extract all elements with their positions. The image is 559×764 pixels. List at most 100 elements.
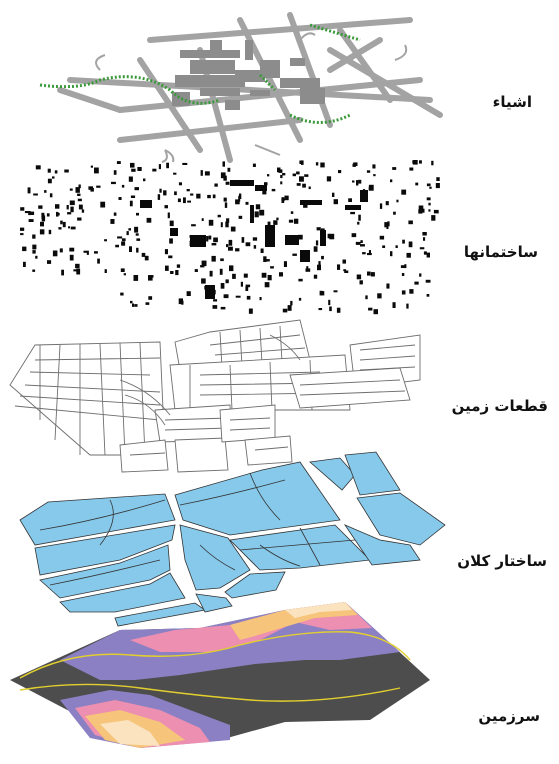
building-footprint	[158, 194, 160, 200]
building-footprint	[221, 172, 226, 178]
building-footprint	[142, 253, 146, 257]
building-footprint	[382, 245, 385, 248]
building-footprint	[64, 170, 69, 173]
building-footprint-large	[230, 180, 254, 186]
building-footprint	[202, 218, 204, 221]
building-footprint	[23, 262, 26, 267]
building-footprint	[134, 304, 137, 307]
building-footprint	[36, 165, 41, 169]
building-footprint	[114, 213, 117, 216]
building-footprint	[352, 233, 357, 237]
building-footprint	[121, 242, 125, 246]
building-footprint	[226, 279, 229, 283]
building-footprint	[289, 220, 293, 223]
building-footprint	[70, 189, 73, 191]
building-footprint	[357, 222, 359, 225]
building-footprint	[213, 305, 218, 309]
building-footprint	[175, 270, 178, 275]
building-footprint	[409, 242, 413, 248]
building-footprint	[319, 308, 323, 310]
building-footprint-large	[345, 205, 361, 210]
building-footprint	[273, 220, 277, 225]
building-footprint	[38, 205, 42, 208]
building-footprint	[231, 227, 236, 232]
building-footprint	[281, 198, 284, 201]
building-footprint	[350, 212, 355, 214]
building-footprint	[159, 189, 161, 193]
building-footprint	[136, 248, 138, 253]
building-footprint	[390, 179, 392, 182]
building-footprint	[79, 185, 81, 189]
building-footprint	[218, 215, 221, 218]
building-footprint	[117, 236, 122, 238]
building-footprint	[134, 275, 139, 281]
building-footprint	[56, 212, 59, 217]
building-footprint-large	[265, 225, 275, 247]
macro-block-6	[175, 462, 340, 535]
building-footprint	[129, 246, 132, 252]
building-footprint	[32, 235, 35, 239]
building-footprint	[170, 271, 173, 274]
building-footprint	[213, 299, 217, 301]
building-footprint	[213, 238, 218, 243]
building-footprint	[290, 301, 292, 306]
building-footprint	[253, 237, 257, 240]
building-footprint	[212, 243, 217, 245]
building-footprint-large	[300, 250, 310, 262]
building-footprint	[284, 196, 288, 201]
building-footprint	[226, 182, 230, 185]
building-footprint	[260, 297, 262, 300]
building-footprint	[304, 174, 308, 177]
building-footprint	[122, 238, 126, 241]
building-footprint	[201, 170, 203, 176]
building-footprint	[427, 294, 430, 297]
building-footprint	[70, 255, 74, 261]
building-footprint	[200, 265, 204, 267]
building-footprint	[173, 173, 176, 175]
building-footprint	[314, 246, 318, 252]
building-footprint	[110, 219, 114, 224]
building-footprint	[169, 238, 173, 243]
building-footprint	[20, 233, 23, 235]
building-footprint	[318, 261, 320, 267]
building-footprint	[426, 280, 431, 283]
building-footprint	[191, 224, 196, 226]
building-footprint	[255, 211, 259, 217]
building-footprint	[187, 189, 190, 191]
building-footprint-large	[250, 205, 254, 223]
building-footprint	[145, 256, 149, 261]
building-footprint	[136, 213, 139, 216]
building-footprint	[284, 261, 287, 267]
building-footprint	[213, 195, 216, 199]
building-footprint	[239, 194, 241, 200]
building-footprint	[226, 244, 228, 247]
building-footprint	[413, 160, 418, 165]
building-footprint	[134, 227, 138, 233]
building-footprint	[282, 173, 285, 175]
building-footprint	[414, 282, 418, 285]
building-footprint	[263, 256, 266, 262]
building-footprint	[40, 229, 45, 234]
building-footprint	[299, 161, 302, 165]
building-footprint	[407, 253, 411, 258]
building-footprint	[316, 162, 318, 165]
building-footprint	[221, 222, 223, 227]
building-footprint	[70, 201, 75, 206]
road-network	[60, 15, 440, 160]
building-footprint	[60, 221, 63, 225]
building-footprint	[181, 301, 183, 305]
building-footprint	[280, 181, 282, 184]
building-footprint	[328, 300, 330, 305]
building-footprint	[292, 254, 297, 256]
building-footprint	[267, 174, 269, 176]
building-footprint	[390, 251, 392, 256]
building-footprint	[152, 169, 156, 172]
building-footprint	[377, 293, 381, 298]
building-footprint	[225, 202, 227, 208]
building-footprint	[135, 187, 140, 190]
building-footprint	[329, 234, 334, 240]
building-footprint	[104, 239, 107, 241]
building-footprint	[369, 185, 374, 191]
building-footprint	[229, 265, 233, 271]
building-footprint	[209, 220, 214, 226]
